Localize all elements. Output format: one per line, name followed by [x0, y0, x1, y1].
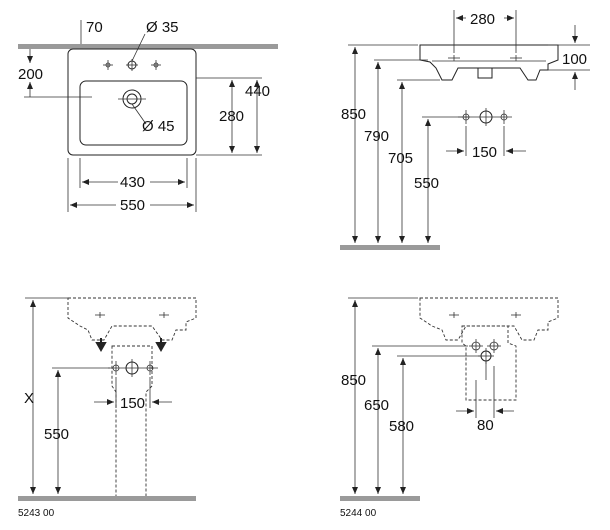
dim-850: 850 [341, 106, 366, 123]
dim-dia35: Ø 35 [146, 19, 179, 36]
basin-dashed-outline-br [419, 297, 559, 341]
dim-850-br: 850 [341, 372, 366, 389]
dim-280-top: 280 [470, 11, 495, 28]
pedestal-view-5244: 850 650 580 80 5244 00 [340, 297, 559, 519]
dim-70: 70 [86, 19, 103, 36]
supply-connections-icon [458, 108, 512, 126]
dim-705: 705 [388, 150, 413, 167]
dim-x: X [24, 390, 34, 407]
supply-connections-bl-icon [108, 359, 158, 377]
dim-550: 550 [120, 197, 145, 214]
dim-440: 440 [245, 83, 270, 100]
wall-strip [18, 44, 278, 49]
dim-650: 650 [364, 397, 389, 414]
option-hole-right-icon [151, 60, 161, 70]
pedestal-dashed-outline [111, 345, 153, 499]
product-code-5243: 5243 00 [18, 508, 55, 519]
product-code-5244: 5244 00 [340, 508, 377, 519]
dim-100: 100 [562, 51, 587, 68]
floor-strip [340, 245, 440, 250]
semi-pedestal-dashed-outline [461, 325, 517, 401]
arrow-down-right-icon [155, 338, 167, 353]
basin-front-outline [419, 44, 559, 81]
dim-550-bl: 550 [44, 426, 69, 443]
plan-view: 70 Ø 35 200 440 280 Ø 45 430 550 [18, 19, 278, 214]
basin-dashed-outline [67, 297, 197, 341]
basin-bowl [79, 80, 188, 146]
tap-mark-right-icon [510, 55, 522, 61]
dim-550-right: 550 [414, 175, 439, 192]
dim-430: 430 [120, 174, 145, 191]
dim-280: 280 [219, 108, 244, 125]
basin-tap-left-br-icon [449, 312, 459, 318]
dim-dia45: Ø 45 [142, 118, 175, 135]
dim-150-bl: 150 [120, 395, 145, 412]
option-hole-left-icon [103, 60, 113, 70]
tap-mark-left-icon [448, 55, 460, 61]
dim-580: 580 [389, 418, 414, 435]
arrow-down-left-icon [95, 338, 107, 353]
basin-tap-right-br-icon [511, 312, 521, 318]
basin-tap-left-icon [95, 312, 105, 318]
dim-200: 200 [18, 66, 43, 83]
floor-strip-br [340, 496, 420, 501]
dim-80: 80 [477, 417, 494, 434]
pedestal-view-5243: X 550 150 5243 00 [18, 297, 197, 519]
front-elevation: 280 100 850 790 705 550 [340, 10, 590, 250]
supply-connections-br-icon [469, 339, 501, 380]
floor-strip-bl [18, 496, 196, 501]
dim-790: 790 [364, 128, 389, 145]
dim-150-top: 150 [472, 144, 497, 161]
basin-outline [67, 48, 197, 156]
basin-tap-right-icon [159, 312, 169, 318]
